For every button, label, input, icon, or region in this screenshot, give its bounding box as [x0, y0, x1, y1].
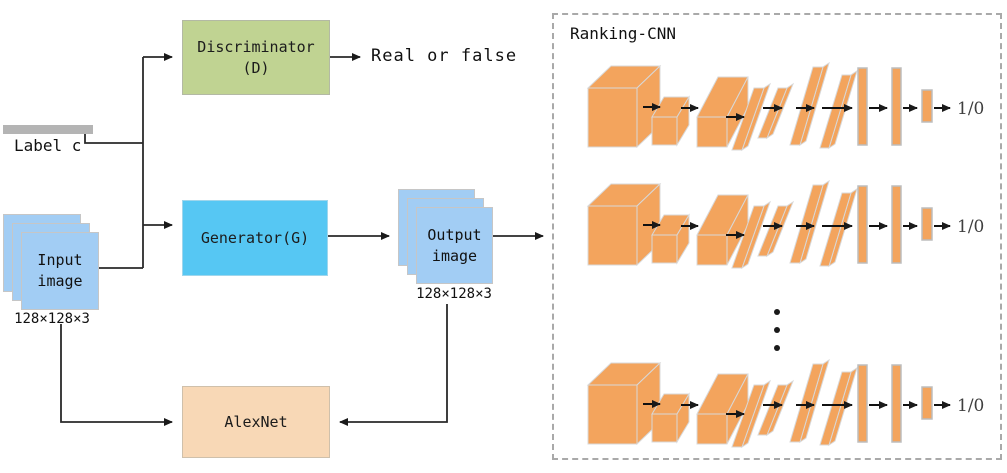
discriminator-label-line1: Discriminator — [197, 37, 315, 56]
cnn-row-3-output: 1/0 — [957, 396, 984, 416]
alexnet-label: AlexNet — [224, 412, 288, 431]
real-or-false-label: Real or false — [371, 46, 518, 66]
output-image-front: Output image — [416, 207, 493, 284]
input-image-label-line1: Input — [37, 251, 83, 269]
discriminator-box: Discriminator (D) — [182, 20, 330, 95]
input-image-front: Input image — [21, 232, 99, 310]
discriminator-label-line2: (D) — [242, 58, 270, 77]
output-dims-label: 128×128×3 — [416, 286, 492, 302]
ranking-cnn-panel — [552, 13, 1002, 460]
ranking-cnn-title: Ranking-CNN — [570, 24, 676, 43]
label-c-bar — [3, 125, 93, 134]
label-c-text: Label c — [14, 136, 82, 155]
output-image-label-line2: image — [431, 246, 478, 265]
generator-label: Generator(G) — [200, 228, 310, 247]
output-image-label-line1: Output — [427, 225, 482, 244]
cnn-row-2-output: 1/0 — [957, 217, 984, 237]
generator-box: Generator(G) — [182, 200, 328, 276]
input-dims-label: 128×128×3 — [14, 311, 90, 327]
input-image-label-line2: image — [37, 272, 83, 290]
cnn-row-1-output: 1/0 — [957, 99, 984, 119]
cnn-row-3: 1/0 — [580, 357, 984, 457]
cnn-row-1: 1/0 — [580, 60, 984, 160]
cnn-row-2: 1/0 — [580, 178, 984, 278]
alexnet-box: AlexNet — [182, 386, 330, 458]
vertical-ellipsis-icon — [774, 309, 780, 351]
